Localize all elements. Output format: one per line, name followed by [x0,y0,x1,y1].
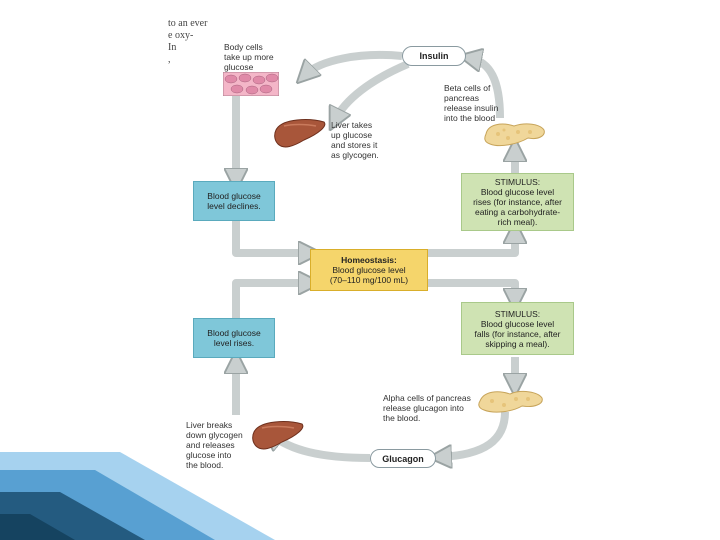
body-cells-image [223,72,279,96]
arrow-insulin-to-bodycells [305,50,403,75]
rises-box: Blood glucose level rises. [193,318,275,358]
alpha-cells-text: Alpha cells of pancreas release glucagon… [383,393,471,423]
body-cells-text: Body cells take up more glucose [224,42,274,72]
arrow-pancreas-to-insulin [470,58,504,119]
declines-box: Blood glucose level declines. [193,181,275,221]
arrow-rises-to-homeostasis [232,283,310,320]
liver-top-icon [274,119,326,148]
stimulus-high-box: STIMULUS: Blood glucose level rises (for… [461,173,574,231]
pancreas-beta-icon [484,123,545,147]
arrow-declines-to-homeostasis [232,220,310,253]
pancreas-alpha-icon [478,390,543,413]
homeostasis-body: Blood glucose level (70–110 mg/100 mL) [329,265,409,285]
stimulus-low-box: STIMULUS: Blood glucose level falls (for… [461,302,574,355]
arrow-alpha-to-glucagon [440,411,509,457]
liver-bottom-icon [252,421,304,450]
liver-breaks-text: Liver breaks down glycogen and releases … [186,420,243,470]
arrow-homeostasis-to-stimulus-low [428,279,515,300]
arrow-insulin-to-liver [335,60,410,120]
homeostasis-title: Homeostasis: [341,255,397,265]
beta-cells-text: Beta cells of pancreas release insulin i… [444,83,499,123]
liver-stores-text: Liver takes up glucose and stores it as … [331,120,379,160]
corner-decoration [0,452,275,540]
insulin-label: Insulin [402,46,466,66]
glucagon-label: Glucagon [370,449,436,468]
page-fragment-text: to an ever e oxy- In , [168,18,208,65]
arrow-homeostasis-to-stimulus-high [428,232,515,257]
homeostasis-box: Homeostasis: Blood glucose level (70–110… [310,249,428,291]
